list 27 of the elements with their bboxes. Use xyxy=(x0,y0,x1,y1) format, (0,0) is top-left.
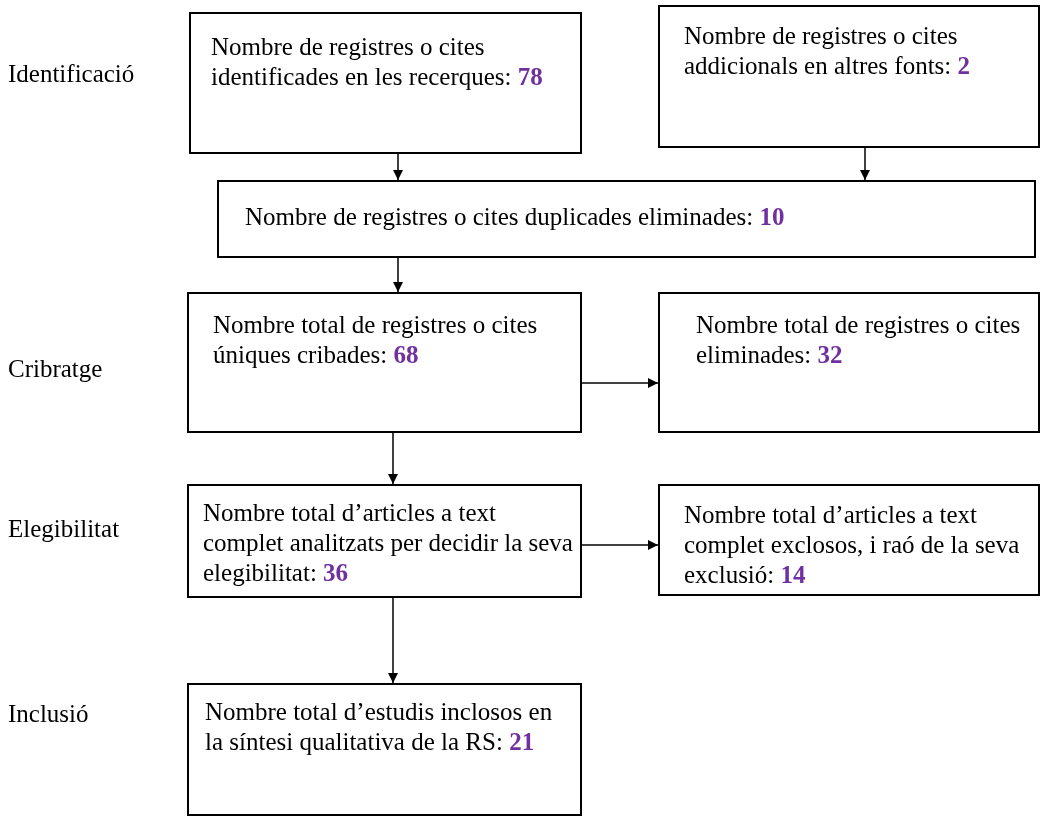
stage-label: Identificació xyxy=(8,60,135,88)
arrow xyxy=(388,432,398,485)
process-box xyxy=(658,5,1040,148)
process-box xyxy=(658,484,1040,596)
arrow xyxy=(581,378,659,388)
process-box xyxy=(187,683,582,816)
arrow xyxy=(860,147,870,181)
arrow xyxy=(393,257,403,293)
process-box xyxy=(658,292,1040,433)
box-text: Nombre total d’articles a text complet exclosos, i raó de la seva exclusió: 14 xyxy=(684,500,1021,590)
arrow xyxy=(388,597,398,684)
process-box xyxy=(187,484,582,598)
box-text: Nombre total d’articles a text complet analitzats per decidir la seva elegibilitat: 36 xyxy=(203,498,574,588)
process-box xyxy=(187,292,582,433)
box-text: Nombre de registres o cites addicionals en altres fonts: 2 xyxy=(684,21,972,81)
box-text: Nombre total d’estudis inclosos en la síntesi qualitativa de la RS: 21 xyxy=(205,697,554,757)
arrow xyxy=(393,153,403,181)
box-text: Nombre total de registres o cites úniques cribades: 68 xyxy=(213,310,539,370)
process-box xyxy=(217,180,1036,258)
stage-label: Cribratge xyxy=(8,355,103,383)
stage-label: Inclusió xyxy=(8,700,89,728)
arrow xyxy=(581,540,659,550)
stage-label: Elegibilitat xyxy=(8,515,120,543)
box-text: Nombre de registres o cites duplicades eliminades: 10 xyxy=(245,202,786,232)
box-text: Nombre total de registres o cites eliminades: 32 xyxy=(696,310,1022,370)
box-text: Nombre de registres o cites identificades en les recerques: 78 xyxy=(211,32,544,92)
process-box xyxy=(189,12,582,154)
